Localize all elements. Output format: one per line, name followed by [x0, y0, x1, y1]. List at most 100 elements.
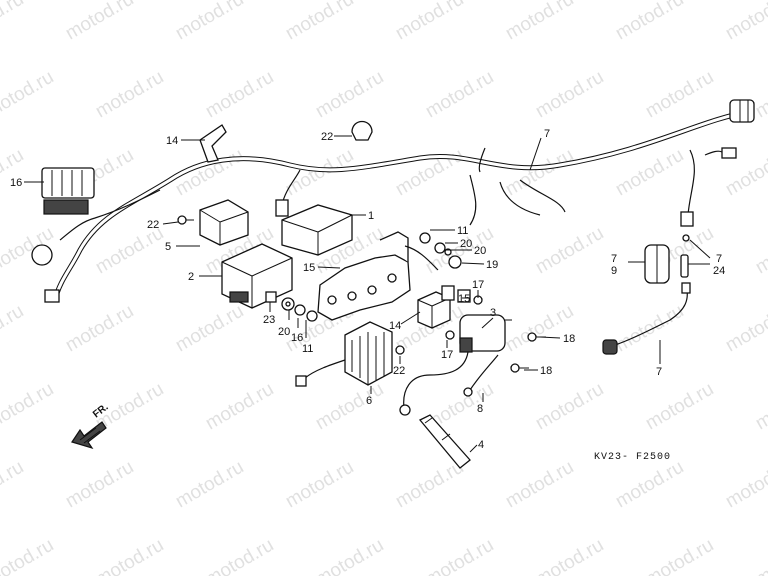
spark-plug-cap [418, 414, 471, 469]
watermark-text: motod.ru [612, 301, 687, 357]
watermark-text: motod.ru [172, 0, 247, 44]
relay-12 [417, 291, 451, 329]
watermark-text: motod.ru [612, 0, 687, 44]
callout-2: 2 [188, 271, 194, 283]
callout-23: 23 [263, 314, 275, 326]
callout-16-left: 16 [291, 332, 303, 344]
callout-10: 16 [10, 177, 22, 189]
watermark-text: motod.ru [392, 0, 467, 44]
watermark-text: motod.ru [282, 0, 357, 44]
watermark-text: motod.ru [62, 301, 137, 357]
watermark-text: motod.ru [312, 379, 387, 435]
callout-17-top: 17 [472, 279, 484, 291]
callout-18-lower: 18 [540, 365, 552, 377]
fuse-wire-line [602, 211, 694, 355]
watermark-text: motod.ru [752, 223, 768, 279]
watermark-text: motod.ru [0, 67, 57, 123]
bolt-18-lower [510, 363, 529, 373]
watermark-text: motod.ru [312, 535, 387, 576]
watermark-text: motod.ru [282, 457, 357, 513]
mounting-bracket [317, 231, 439, 321]
watermark-text: motod.ru [422, 67, 497, 123]
watermark-text: motod.ru [202, 379, 277, 435]
wire-clamp [351, 120, 373, 141]
callout-7-left: 7 [611, 253, 617, 265]
callout-17-lower: 17 [441, 349, 453, 361]
drawing-code: KV23- F2500 [594, 452, 671, 463]
callout-12: 14 [389, 320, 401, 332]
watermark-text: motod.ru [312, 67, 387, 123]
watermark-text: motod.ru [62, 0, 137, 44]
callout-22-top: 22 [147, 219, 159, 231]
callout-20-right: 20 [474, 245, 486, 257]
bolt-22-top [177, 215, 194, 225]
callout-6: 6 [366, 395, 372, 407]
fuse-box [31, 167, 95, 303]
watermark-text: motod.ru [722, 0, 768, 44]
regulator-rectifier [295, 321, 393, 387]
watermark-text: motod.ru [752, 379, 768, 435]
watermark-text: motod.ru [722, 301, 768, 357]
watermark-text: motod.ru [392, 145, 467, 201]
watermark-text: motod.ru [92, 223, 167, 279]
watermark-text: motod.ru [0, 379, 57, 435]
ignition-coil [399, 314, 512, 416]
watermark-text: motod.ru [532, 67, 607, 123]
watermark-text: motod.ru [0, 457, 27, 513]
spare-fuse [680, 254, 689, 278]
callout-7-right: 7 [716, 253, 722, 265]
callouts: 16 14 22 7 1 22 5 2 15 11 20 20 19 17 15… [10, 128, 725, 451]
watermark-text: motod.ru [92, 535, 167, 576]
callout-22-lower: 22 [393, 365, 405, 377]
turn-signal-relay [199, 199, 249, 246]
watermark-text: motod.ru [642, 67, 717, 123]
callout-7-bottom: 7 [656, 366, 662, 378]
callout-24: 24 [713, 265, 725, 277]
connector-small-right [704, 147, 737, 159]
watermark-text: motod.ru [0, 301, 27, 357]
watermark-text: motod.ru [282, 145, 357, 201]
callout-20-left: 20 [278, 326, 290, 338]
stay-bracket [199, 124, 227, 163]
callout-16-right: 20 [460, 238, 472, 250]
connector-13 [441, 285, 471, 303]
main-wire-harness [52, 109, 751, 303]
callout-7-top: 7 [544, 128, 550, 140]
watermark-text: motod.ru [392, 457, 467, 513]
watermark-text: motod.ru [532, 223, 607, 279]
watermark-text: motod.ru [202, 67, 277, 123]
callout-4: 4 [478, 439, 484, 451]
watermark-text: motod.ru [0, 0, 27, 44]
watermark-text: motod.ru [92, 67, 167, 123]
callout-14: 14 [166, 135, 178, 147]
watermark-text: motod.ru [532, 379, 607, 435]
watermark-text: motod.ru [422, 535, 497, 576]
callout-3: 3 [490, 307, 496, 319]
callout-19: 19 [486, 259, 498, 271]
watermark-text: motod.ru [0, 145, 27, 201]
callout-13: 15 [458, 293, 470, 305]
callout-5: 5 [165, 241, 171, 253]
watermark-text: motod.ru [0, 535, 57, 576]
watermark-text: motod.ru [722, 457, 768, 513]
watermark-text: motod.ru [612, 457, 687, 513]
watermark-text: motod.ru [202, 535, 277, 576]
fuse-holder [644, 244, 670, 284]
callout-8: 8 [477, 403, 483, 415]
callout-11-left: 11 [302, 343, 313, 355]
ground-lead [463, 354, 499, 397]
watermark-text: motod.ru [642, 535, 717, 576]
fastener-set [265, 291, 318, 322]
watermark-text: motod.ru [642, 379, 717, 435]
coupler-right [729, 99, 755, 123]
watermark-text: motod.ru [502, 301, 577, 357]
watermark-text: motod.ru [172, 301, 247, 357]
callout-9: 9 [611, 265, 617, 277]
watermark-text: motod.ru [752, 535, 768, 576]
callout-11-right: 11 [457, 225, 468, 237]
watermark-text: motod.ru [502, 457, 577, 513]
watermark-text: motod.ru [62, 457, 137, 513]
leader-lines [24, 135, 711, 453]
callout-1: 1 [368, 210, 374, 222]
